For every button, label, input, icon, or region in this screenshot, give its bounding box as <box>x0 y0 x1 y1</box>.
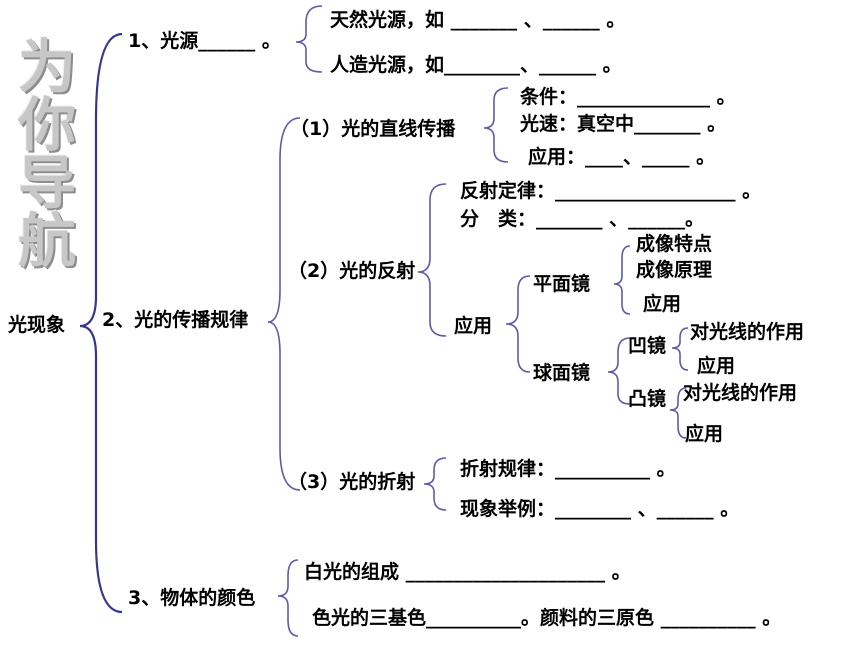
plane-mirror-bracket <box>613 245 631 315</box>
natural-light-source: 天然光源，如 _______ 、______ 。 <box>330 9 626 31</box>
refraction-law: 折射规律：__________ 。 <box>460 458 676 480</box>
convex-application: 应用 <box>685 423 724 445</box>
spherical-mirror-label: 球面镜 <box>533 362 591 384</box>
concave-application: 应用 <box>697 355 736 377</box>
refraction-bracket <box>423 457 447 511</box>
propagation-bracket <box>267 117 301 491</box>
convex-bracket <box>669 387 687 439</box>
artificial-light-source: 人造光源，如________、______ 。 <box>330 54 622 76</box>
straight-bracket <box>483 87 509 163</box>
reflection-label: （2）光的反射 <box>288 260 416 282</box>
straight-line-label: （1）光的直线传播 <box>290 118 456 140</box>
light-speed: 光速：真空中_______ 。 <box>520 113 727 135</box>
title-char-3: 导 <box>17 149 76 217</box>
title-char-4: 航 <box>17 207 76 275</box>
convex-effect: 对光线的作用 <box>683 382 798 404</box>
light-source-label: 1、光源______ 。 <box>128 30 281 52</box>
refraction-label: （3）光的折射 <box>288 471 416 493</box>
concave-mirror-label: 凹镜 <box>628 335 667 357</box>
plane-mirror-label: 平面镜 <box>533 273 591 295</box>
concave-bracket <box>671 327 689 371</box>
convex-mirror-label: 凸镜 <box>628 388 667 410</box>
primary-colors: 色光的三基色__________。颜料的三原色 __________ 。 <box>312 607 782 629</box>
reflection-application: 应用 <box>454 315 493 337</box>
concave-effect: 对光线的作用 <box>690 321 805 343</box>
root-bracket <box>79 32 123 614</box>
reflection-types: 分 类：_______ 、______。 <box>460 208 705 230</box>
spherical-mirror-bracket <box>607 337 631 405</box>
object-color-label: 3、物体的颜色 <box>128 587 256 609</box>
white-light-composition: 白光的组成 _____________________ 。 <box>304 561 631 583</box>
light-source-bracket <box>295 5 323 73</box>
straight-application: 应用：____、_____ 。 <box>528 146 716 168</box>
reflection-bracket <box>417 183 447 337</box>
plane-mirror-principle: 成像原理 <box>636 259 713 281</box>
straight-condition: 条件：______________ 。 <box>520 86 736 108</box>
reflection-law: 反射定律：___________________ 。 <box>460 180 762 202</box>
title-char-2: 你 <box>17 91 76 159</box>
color-bracket <box>277 559 299 637</box>
title-char-1: 为 <box>17 33 76 101</box>
propagation-label: 2、光的传播规律 <box>102 309 249 331</box>
root-label: 光现象 <box>8 314 66 336</box>
refraction-examples: 现象举例：________ 、______ 。 <box>460 498 740 520</box>
plane-mirror-application: 应用 <box>643 293 682 315</box>
reflection-app-bracket <box>505 275 531 373</box>
plane-mirror-features: 成像特点 <box>636 233 713 255</box>
